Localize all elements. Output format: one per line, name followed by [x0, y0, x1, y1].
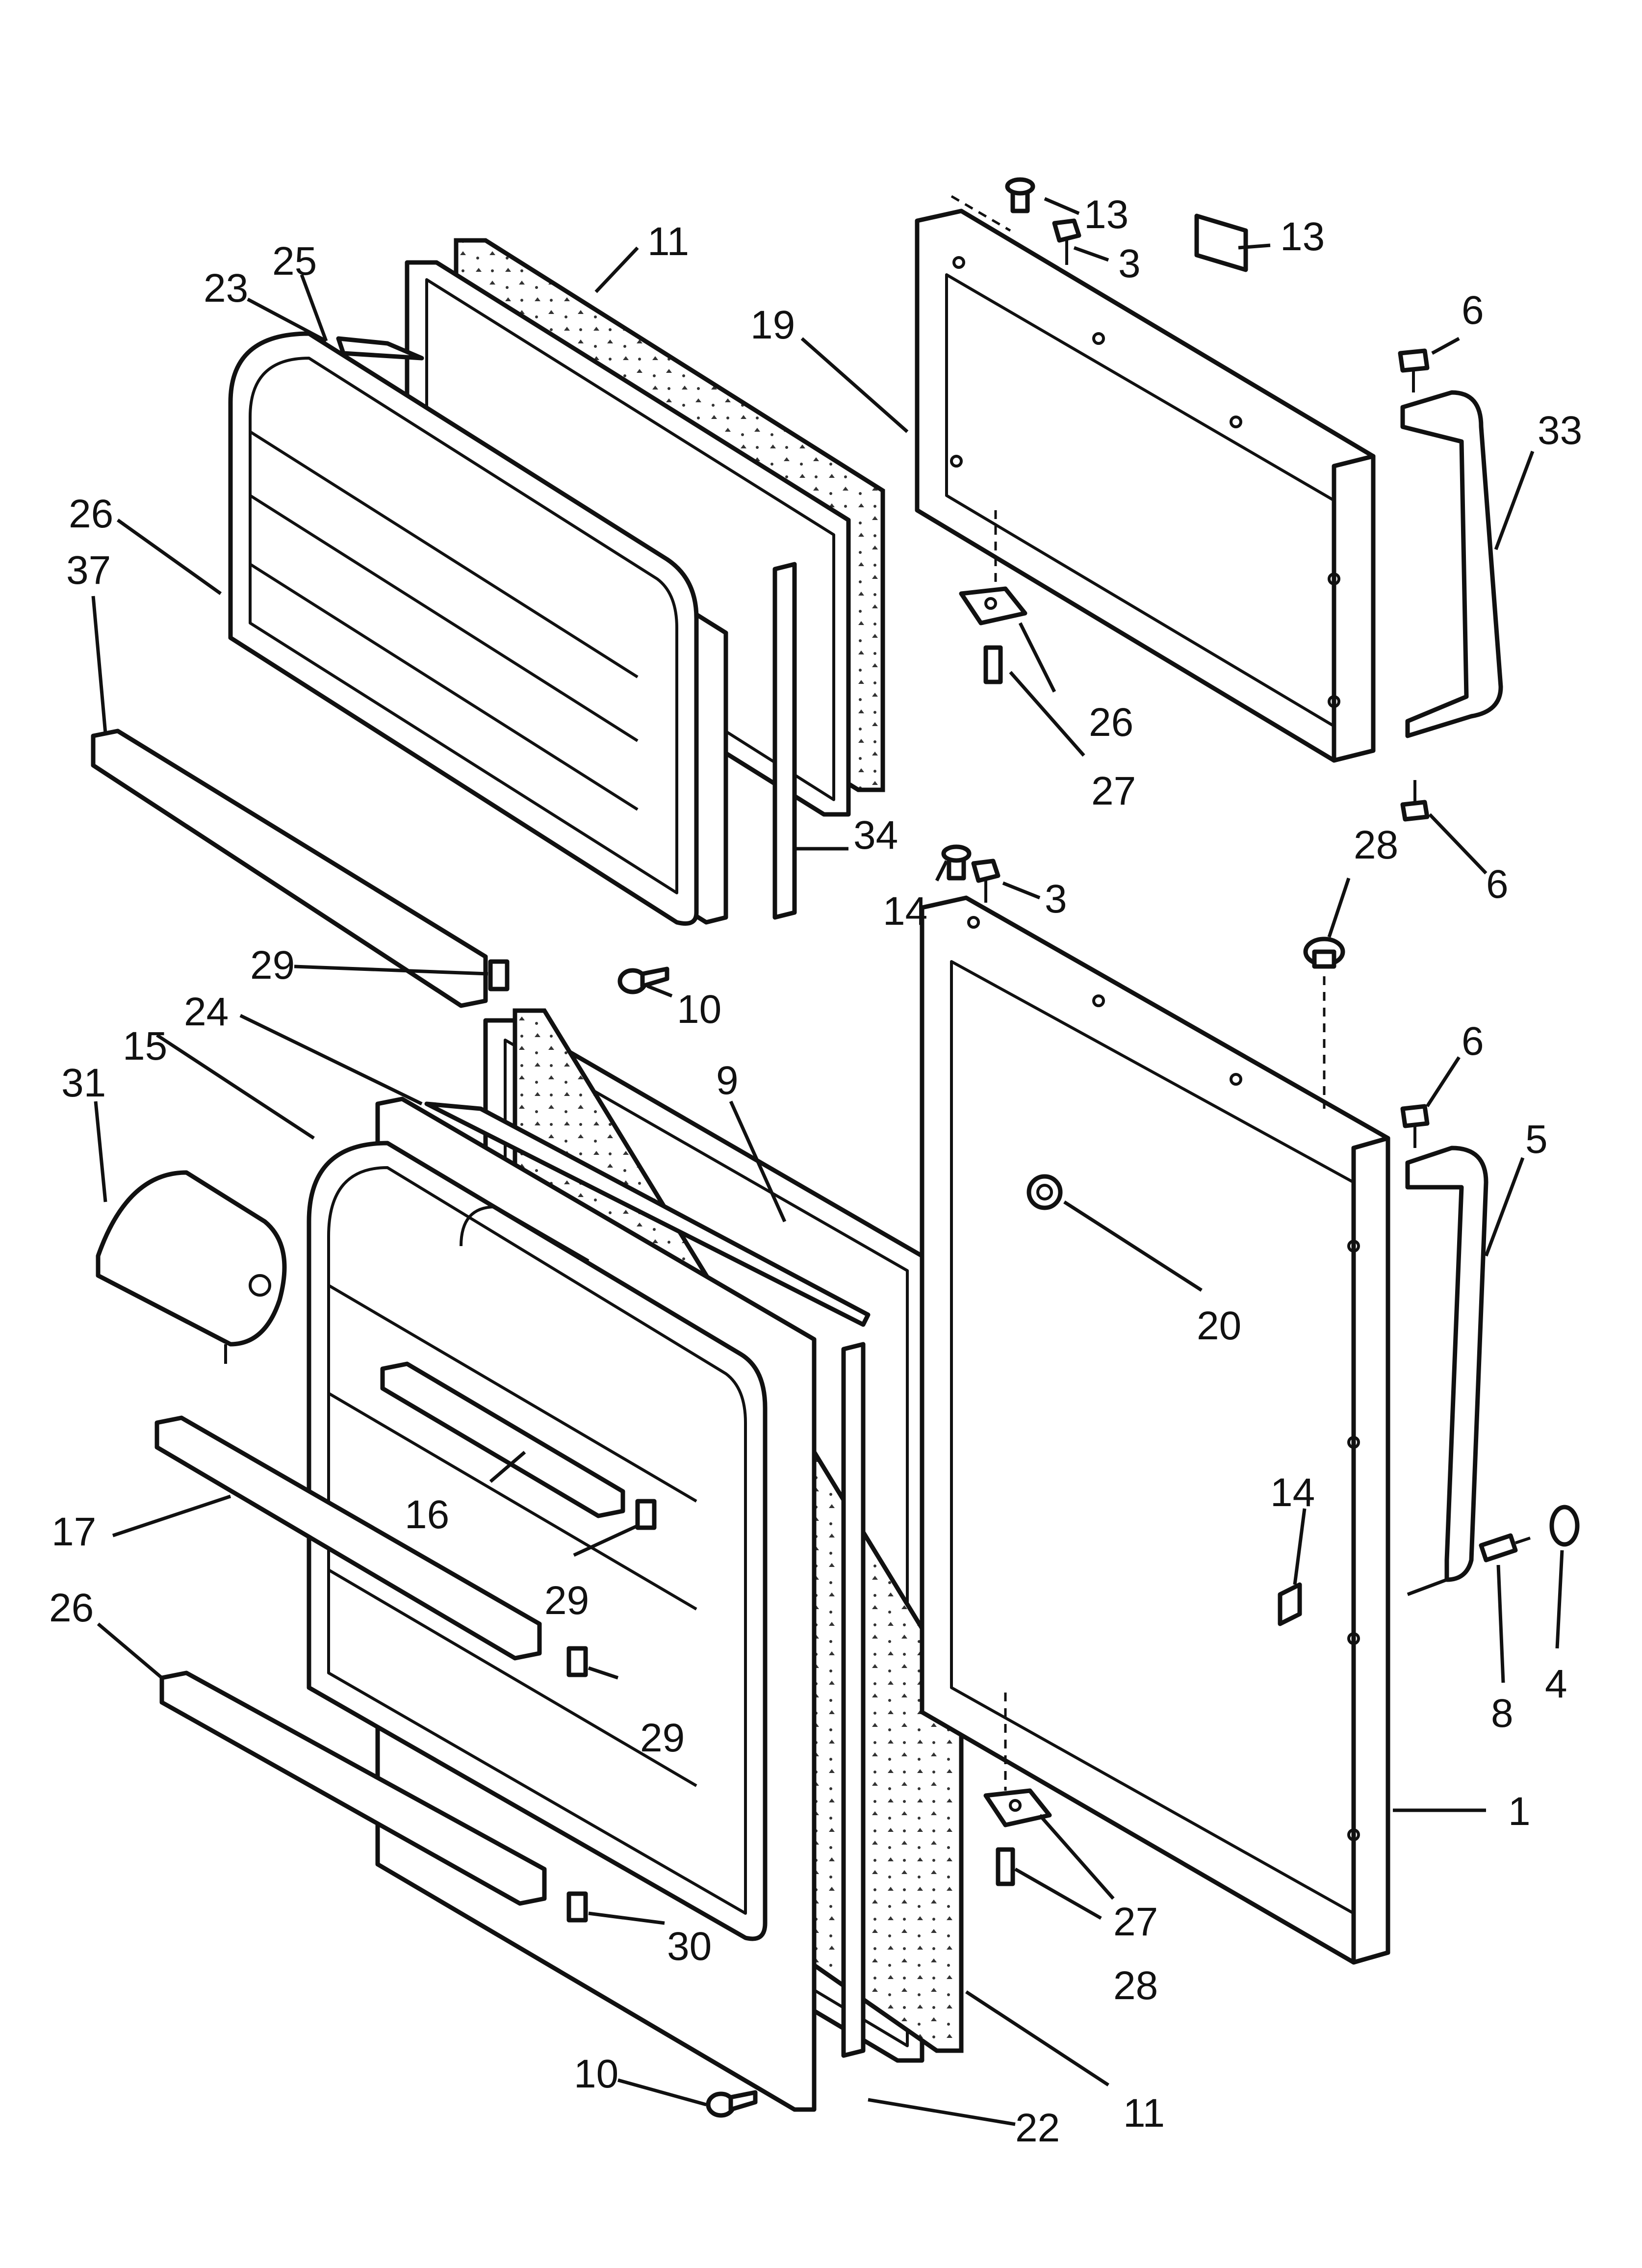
- callout-13: 13: [1280, 214, 1325, 259]
- callout-9: 9: [716, 1058, 739, 1103]
- callout-3-top: 3: [1118, 241, 1141, 286]
- callout-11-top: 11: [647, 219, 689, 264]
- freezer-hinge-screw: [983, 645, 1003, 684]
- callout-27-top: 27: [1091, 769, 1136, 813]
- callout-21: 22: [1015, 2106, 1060, 2150]
- callout-34: 34: [853, 813, 898, 858]
- callout-10-bottom: 10: [574, 2052, 618, 2096]
- handle-mount-screw: [1479, 1533, 1531, 1563]
- callout-22-bottom: 24: [184, 990, 229, 1034]
- fresh-food-handle-screw: [1400, 1104, 1430, 1148]
- handle-screw-lower: [1400, 780, 1430, 822]
- shelf-retainer-bar-lower: [159, 1670, 547, 1906]
- callout-33: 33: [1538, 408, 1582, 453]
- door-closer-bracket: [1278, 1582, 1302, 1626]
- callout-22-top: 23: [204, 266, 248, 311]
- dairy-compartment-door: [96, 1170, 287, 1364]
- fresh-food-hinge-pin: [941, 844, 972, 881]
- leader-lines: [91, 197, 1564, 2126]
- callout-29-lower: 29: [640, 1716, 685, 1760]
- callout-19: 19: [750, 303, 795, 347]
- fresh-food-top-screw: [971, 859, 1001, 903]
- shelf-end-cap: [566, 1891, 588, 1923]
- freezer-breaker-strip: [772, 562, 797, 920]
- callout-24: 26: [69, 492, 113, 536]
- callout-8: 8: [1491, 1691, 1514, 1736]
- hole-plug: [1303, 937, 1345, 969]
- screw-cover-cap: [1549, 1505, 1580, 1547]
- callout-26-top: 26: [1089, 700, 1133, 745]
- fresh-food-hinge-screw: [996, 1847, 1015, 1886]
- callout-28: 28: [1354, 823, 1398, 867]
- fresh-food-handle: [1405, 1146, 1488, 1582]
- fresh-food-outer-door: [920, 895, 1390, 1965]
- callout-29-top: 29: [250, 943, 295, 988]
- callout-23: 25: [272, 239, 317, 284]
- callout-labels: 11 13 3 13 25 23 6 19 33 26 37 26 27 34 …: [49, 192, 1582, 2150]
- callout-6-top: 6: [1462, 288, 1484, 333]
- shelf-clip-middle: [635, 1499, 657, 1530]
- callout-17-top: 13: [1084, 192, 1129, 237]
- callout-18: 17: [51, 1510, 96, 1554]
- callout-11-bottom: 11: [1123, 2091, 1165, 2136]
- freezer-screw: [617, 966, 669, 994]
- callout-37: 37: [66, 548, 111, 593]
- freezer-outer-door: [915, 209, 1376, 763]
- callout-17-bottom: 14: [883, 889, 927, 934]
- callout-14: 14: [1270, 1470, 1315, 1515]
- freezer-handle: [1400, 390, 1503, 738]
- shelf-retainer-bar-upper: [154, 1415, 542, 1661]
- callout-30: 30: [667, 1924, 712, 1969]
- callout-5: 5: [1525, 1117, 1548, 1162]
- callout-29-middle: 29: [544, 1578, 589, 1623]
- freezer-shelf-bar: [91, 729, 488, 1008]
- freezer-top-screw: [1052, 218, 1081, 265]
- freezer-hinge: [959, 586, 1027, 626]
- callout-27-bottom: 28: [1113, 1963, 1158, 2008]
- handle-screw-upper: [1398, 348, 1430, 392]
- freezer-top-strip: [336, 336, 424, 361]
- callout-20: 20: [1197, 1303, 1241, 1348]
- fresh-food-breaker-strip: [841, 1342, 866, 2058]
- freezer-hinge-pin: [1005, 177, 1035, 213]
- door-stop-cam: [1026, 1174, 1063, 1210]
- callout-6-bottom: 6: [1462, 1019, 1484, 1064]
- callout-4: 4: [1545, 1662, 1567, 1706]
- callout-15: 15: [123, 1024, 167, 1069]
- shelf-clip-top: [488, 959, 510, 991]
- dairy-door-rail: [380, 1361, 625, 1518]
- callout-25: 26: [49, 1586, 94, 1630]
- callout-31: 31: [61, 1061, 106, 1105]
- callout-6-mid: 6: [1486, 862, 1509, 907]
- callout-10-top: 10: [677, 987, 721, 1032]
- callout-1: 1: [1508, 1789, 1531, 1834]
- fresh-food-screw: [706, 2090, 758, 2118]
- callout-16: 16: [405, 1492, 449, 1537]
- fresh-food-hinge: [983, 1788, 1052, 1827]
- dating-label: [1194, 213, 1248, 272]
- callout-3-bottom: 3: [1045, 877, 1067, 921]
- callout-26-bottom: 27: [1113, 1900, 1158, 1944]
- freezer-inner-liner: [228, 331, 728, 926]
- shelf-clip-lower: [566, 1646, 588, 1677]
- fresh-food-top-strip: [424, 1101, 871, 1327]
